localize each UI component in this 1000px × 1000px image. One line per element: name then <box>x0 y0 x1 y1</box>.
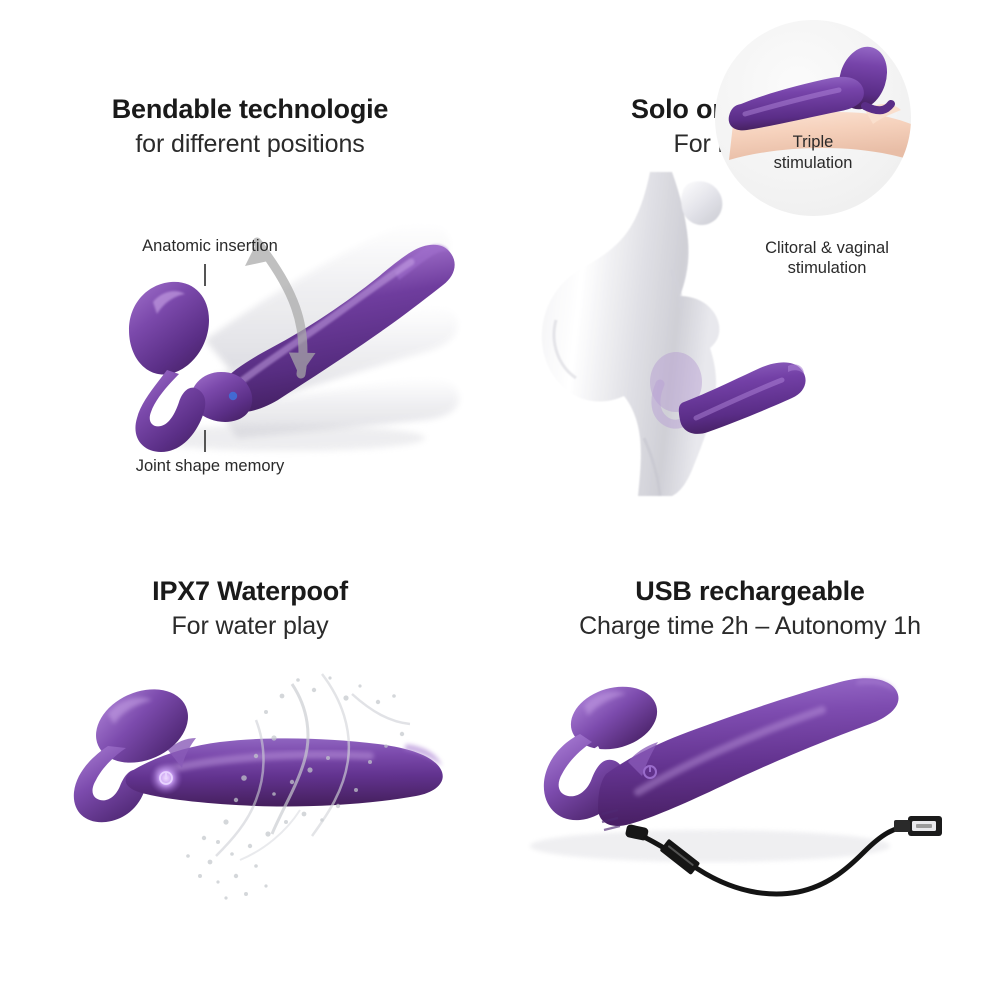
usb-charging-cable <box>625 816 942 897</box>
body-render-graphic <box>541 172 806 497</box>
panel-bendable-title: Bendable technologie <box>111 94 389 124</box>
product-connector-arm <box>135 370 206 452</box>
body-silhouette <box>541 172 723 497</box>
inset-label-line2: stimulation <box>773 153 853 172</box>
wp-connector-arm <box>73 746 146 823</box>
panel-waterproof: IPX7 Waterpoof For water play <box>0 500 500 1000</box>
cable-brand-tag <box>660 839 700 875</box>
panel-waterproof-title: IPX7 Waterpoof <box>152 576 348 606</box>
usb-a-connector <box>894 816 942 836</box>
usb-grip-lines <box>601 808 621 832</box>
panel-bendable: Bendable technologie for different posit… <box>0 0 500 500</box>
waterproof-graphic <box>73 673 443 900</box>
annotation-clitoral-vaginal-line1: Clitoral & vaginal <box>765 239 889 257</box>
inset-circle-triple-stimulation: Triple stimulation <box>715 20 911 216</box>
panel-bendable-subtitle: for different positions <box>135 130 365 159</box>
annotation-joint-shape-memory: Joint shape memory <box>104 456 316 476</box>
product-shaft <box>211 244 455 413</box>
annotation-joint-shape-memory-text: Joint shape memory <box>135 457 285 475</box>
panel-bendable-heading: Bendable technologie for different posit… <box>0 94 500 159</box>
worn-bulb-ghost <box>650 352 702 412</box>
panel-usb-subtitle: Charge time 2h – Autonomy 1h <box>579 612 921 641</box>
inset-label-triple-stimulation: Triple stimulation <box>715 132 911 173</box>
flex-arrow-icon <box>245 237 316 379</box>
bendable-graphic <box>129 221 460 452</box>
leader-line-anatomic <box>204 264 206 286</box>
panel-waterproof-heading: IPX7 Waterpoof For water play <box>0 576 500 641</box>
worn-device-shaft <box>678 362 806 434</box>
annotation-anatomic-insertion-text: Anatomic insertion <box>142 237 278 255</box>
inset-product-shaft <box>728 76 864 131</box>
usb-graphic <box>530 678 942 897</box>
panel-waterproof-subtitle: For water play <box>171 612 329 641</box>
magnetic-plug <box>625 824 649 841</box>
panel-solo-couple: Solo or couple use For more play <box>500 0 1000 500</box>
annotation-clitoral-vaginal-line2: stimulation <box>787 259 867 278</box>
usb-product-shaft <box>598 678 899 827</box>
panel-usb-heading: USB rechargeable Charge time 2h – Autono… <box>500 576 1000 641</box>
annotation-anatomic-insertion: Anatomic insertion <box>110 236 310 256</box>
inset-hand-product-graphic <box>728 46 911 160</box>
panel-usb: USB rechargeable Charge time 2h – Autono… <box>500 500 1000 1000</box>
annotation-clitoral-vaginal: Clitoral & vaginal stimulation <box>712 238 942 278</box>
usb-power-button-icon <box>643 765 657 779</box>
leader-line-joint <box>204 430 206 452</box>
panel-usb-title: USB rechargeable <box>635 576 865 606</box>
product-junction <box>189 372 253 423</box>
inset-label-line1: Triple <box>792 133 834 151</box>
product-bulb <box>129 281 209 375</box>
indicator-dot <box>228 391 238 401</box>
